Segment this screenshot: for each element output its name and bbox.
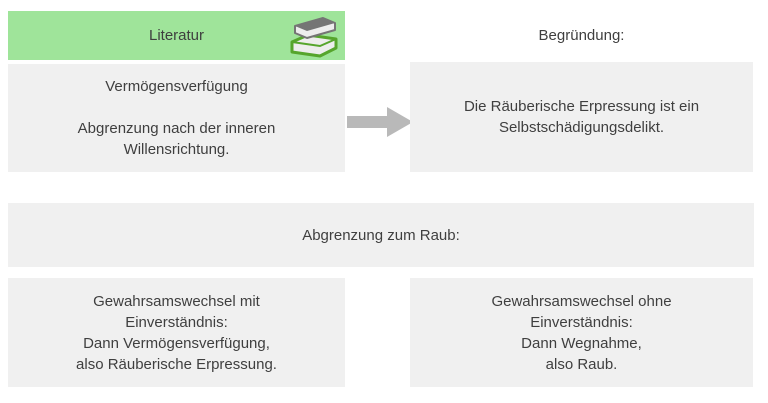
abgrenzung-zum-raub-text: Abgrenzung zum Raub: bbox=[302, 226, 460, 244]
vermoegensverfuegung-text: Vermögensverfügung Abgrenzung nach der i… bbox=[77, 78, 276, 158]
literatur-label: Literatur bbox=[148, 27, 205, 44]
gewahrsamswechsel-mit-box: Gewahrsamswechsel mit Einverständnis: Da… bbox=[8, 278, 345, 387]
gewahrsamswechsel-mit-text: Gewahrsamswechsel mit Einverständnis: Da… bbox=[76, 292, 277, 373]
right-arrow-icon bbox=[347, 107, 413, 137]
literatur-header: Literatur bbox=[8, 11, 345, 60]
books-icon bbox=[290, 17, 338, 58]
begruendung-label: Begründung: bbox=[538, 27, 625, 44]
begruendung-text: Die Räuberische Erpressung ist ein Selbs… bbox=[463, 98, 700, 136]
gewahrsamswechsel-ohne-box: Gewahrsamswechsel ohne Einverständnis: D… bbox=[410, 278, 753, 387]
begruendung-heading: Begründung: bbox=[410, 11, 753, 60]
abgrenzung-zum-raub-box: Abgrenzung zum Raub: bbox=[8, 203, 754, 267]
vermoegensverfuegung-box: Vermögensverfügung Abgrenzung nach der i… bbox=[8, 64, 345, 172]
begruendung-box: Die Räuberische Erpressung ist ein Selbs… bbox=[410, 62, 753, 172]
gewahrsamswechsel-ohne-text: Gewahrsamswechsel ohne Einverständnis: D… bbox=[491, 292, 672, 373]
